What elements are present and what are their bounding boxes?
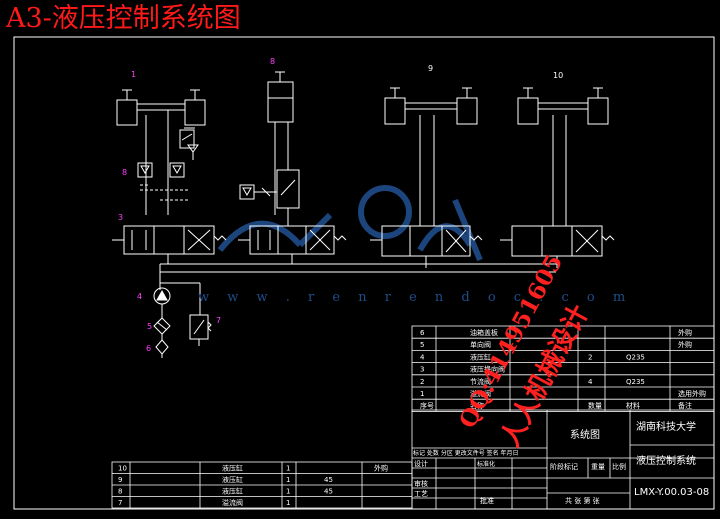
parts-bottom-cell-qty: 1 bbox=[286, 476, 290, 484]
approve-label: 批准 bbox=[480, 496, 494, 505]
parts-top-cell-note: 外购 bbox=[678, 340, 692, 349]
label-1: 1 bbox=[131, 70, 136, 79]
parts-top-cell-name: 液压换向阀 bbox=[470, 365, 505, 374]
label-3: 3 bbox=[118, 213, 123, 222]
label-5: 5 bbox=[147, 322, 152, 331]
parts-bottom-cell-name: 液压缸 bbox=[222, 464, 243, 473]
cylinder-1 bbox=[116, 89, 206, 215]
check-valves-2 bbox=[137, 162, 190, 201]
parts-top-frame bbox=[411, 325, 715, 412]
watermark-url: w w w . r e n r e n d o c . c o m bbox=[198, 290, 633, 305]
parts-top-cell-no: 4 bbox=[420, 353, 425, 361]
revision-header: 标记 处数 分区 更改文件号 签名 年月日 bbox=[413, 449, 519, 457]
label-9: 9 bbox=[428, 64, 433, 73]
label-6: 6 bbox=[146, 344, 151, 353]
parts-top-cell-mat: 材料 bbox=[626, 401, 640, 410]
parts-top-cell-name: 溢流阀 bbox=[470, 389, 491, 398]
cylinder-9 bbox=[384, 87, 478, 226]
parts-bottom-cell-name: 液压缸 bbox=[222, 475, 243, 484]
parts-top-cell-note: 备注 bbox=[678, 401, 692, 410]
drawing-name: 系统图 bbox=[570, 428, 600, 441]
parts-top-cell-no: 序号 bbox=[420, 401, 434, 410]
directional-valve-4 bbox=[500, 225, 615, 268]
filter-5 bbox=[153, 317, 171, 340]
title-block bbox=[411, 409, 715, 510]
design-label: 设计 bbox=[414, 459, 428, 468]
parts-bottom-cell-note: 外购 bbox=[374, 464, 388, 473]
parts-top-cell-no: 5 bbox=[420, 341, 424, 349]
part-labels: 1 8 9 10 8 3 4 5 6 7 bbox=[118, 57, 563, 353]
university: 湖南科技大学 bbox=[636, 420, 696, 433]
label-7: 7 bbox=[216, 316, 221, 325]
parts-top-cell-note: 外购 bbox=[678, 328, 692, 337]
parts-top-cell-no: 6 bbox=[420, 329, 425, 337]
review-label: 审核 bbox=[414, 479, 428, 488]
stage-mark: 阶段标记 bbox=[550, 462, 578, 471]
parts-top-cell-name: 油箱盖板 bbox=[470, 328, 498, 337]
cylinder-8 bbox=[267, 71, 294, 215]
parts-bottom-cell-no: 8 bbox=[118, 488, 122, 496]
parts-bottom-cell-name: 液压缸 bbox=[222, 487, 243, 496]
parts-top-cell-qty: 2 bbox=[588, 353, 592, 361]
sheets-label: 共 张 第 张 bbox=[565, 496, 600, 505]
parts-top-cell-no: 1 bbox=[420, 390, 424, 398]
drawing-frame bbox=[13, 36, 715, 510]
parts-bottom-cell-name: 溢流阀 bbox=[222, 498, 243, 507]
weight-label: 重量 bbox=[591, 463, 605, 471]
parts-top-cell-note: 选用外购 bbox=[678, 389, 706, 398]
parts-top-cell-name: 液压缸 bbox=[470, 352, 491, 361]
parts-bottom-cell-qty: 1 bbox=[286, 499, 290, 507]
parts-bottom-cell-no: 7 bbox=[118, 499, 122, 507]
parts-top-cell-mat: Q235 bbox=[626, 378, 645, 386]
drawing-no: LMX-Y.00.03-08 bbox=[634, 487, 709, 498]
process-label: 工艺 bbox=[414, 490, 428, 498]
contact-stamp: QQ:414951605 人人机械设计 bbox=[432, 250, 672, 452]
relief-valve-7 bbox=[189, 314, 212, 346]
parts-top-cell-no: 3 bbox=[420, 366, 424, 374]
parts-top-cell-name: 单向阀 bbox=[470, 340, 491, 349]
directional-valve-3 bbox=[370, 225, 483, 268]
throttle-valve bbox=[179, 127, 199, 160]
page-title: A3-液压控制系统图 bbox=[6, 3, 241, 34]
label-8-top: 8 bbox=[270, 57, 275, 66]
parts-list-bottom: 10 液压缸 1 外购 9 液压缸 1 45 8 液压缸 1 45 7 溢流阀 1 bbox=[111, 461, 413, 509]
directional-valve-1 bbox=[112, 225, 227, 264]
parts-top-cell-name: 节流阀 bbox=[470, 377, 491, 386]
tank-6 bbox=[155, 339, 169, 358]
parts-bottom-cell-mat: 45 bbox=[324, 488, 333, 496]
system-name: 液压控制系统 bbox=[636, 454, 696, 467]
standard-label: 标准化 bbox=[477, 460, 495, 468]
supply-lines bbox=[159, 263, 560, 315]
parts-bottom-cell-no: 10 bbox=[118, 465, 127, 473]
label-10: 10 bbox=[553, 71, 563, 80]
label-4: 4 bbox=[137, 292, 142, 301]
label-2: 8 bbox=[122, 168, 127, 177]
scale-label: 比例 bbox=[612, 462, 626, 471]
directional-valve-2 bbox=[238, 225, 347, 264]
cylinder-10 bbox=[517, 87, 609, 226]
pressure-valve-8 bbox=[239, 160, 300, 226]
parts-top-cell-qty: 数量 bbox=[588, 401, 602, 410]
parts-bottom-cell-qty: 1 bbox=[286, 488, 290, 496]
parts-bottom-cell-no: 9 bbox=[118, 476, 122, 484]
pump-4 bbox=[153, 287, 171, 318]
parts-top-cell-name: 名称 bbox=[470, 401, 484, 410]
title-block-text: 系统图 湖南科技大学 液压控制系统 LMX-Y.00.03-08 阶段标记 重量… bbox=[413, 420, 709, 505]
parts-bottom-cell-mat: 45 bbox=[324, 476, 333, 484]
parts-top-cell-mat: Q235 bbox=[626, 353, 645, 361]
parts-bottom-cell-qty: 1 bbox=[286, 465, 290, 473]
parts-top-cell-no: 2 bbox=[420, 378, 424, 386]
parts-top-cell-qty: 4 bbox=[588, 378, 593, 386]
